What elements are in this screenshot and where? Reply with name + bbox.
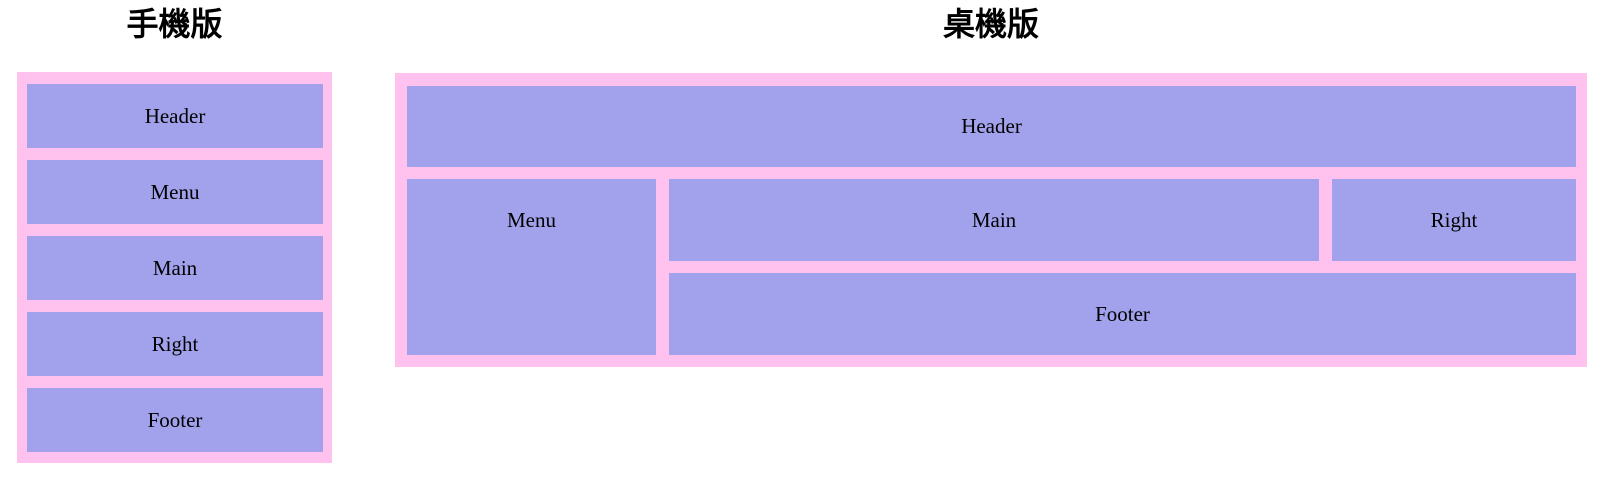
desktop-menu-box: Menu	[407, 179, 656, 355]
desktop-main-box: Main	[669, 179, 1319, 261]
desktop-section-title: 桌機版	[942, 6, 1039, 42]
mobile-right-box: Right	[27, 312, 323, 376]
mobile-menu-box: Menu	[27, 160, 323, 224]
mobile-layout-frame: Header Menu Main Right Footer	[17, 72, 332, 463]
mobile-main-box: Main	[27, 236, 323, 300]
desktop-right-box: Right	[1332, 179, 1576, 261]
desktop-footer-box: Footer	[669, 273, 1576, 355]
mobile-footer-box: Footer	[27, 388, 323, 452]
mobile-header-box: Header	[27, 84, 323, 148]
desktop-layout-frame: Header Menu Main Right Footer	[395, 73, 1587, 367]
desktop-header-box: Header	[407, 86, 1576, 167]
desktop-menu-label: Menu	[507, 207, 556, 232]
mobile-section-title: 手機版	[126, 6, 223, 42]
